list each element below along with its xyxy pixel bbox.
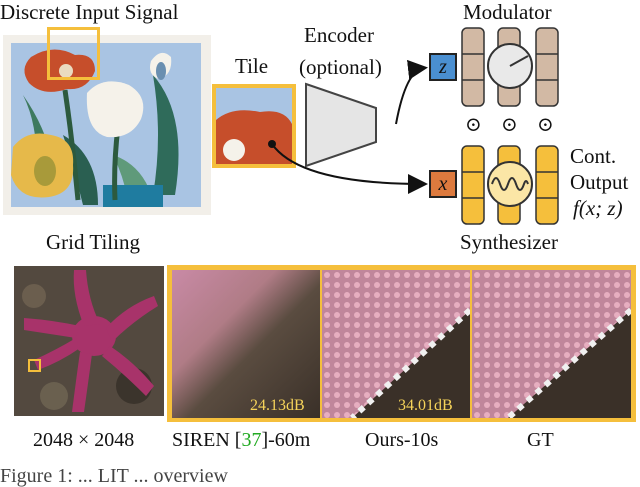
- siren-psnr: 24.13dB: [250, 397, 305, 414]
- gt-label: GT: [527, 429, 554, 451]
- crop-marker: [28, 359, 41, 372]
- modulator-label: Modulator: [463, 0, 552, 24]
- siren-prefix: SIREN [: [172, 429, 242, 451]
- product-symbol-2: ⊙: [501, 114, 518, 136]
- synthesizer-label: Synthesizer: [460, 230, 558, 254]
- siren-suffix: ]-60m: [261, 429, 311, 451]
- encoder-optional-label: (optional): [299, 55, 382, 79]
- latent-z-box: z: [429, 53, 457, 81]
- latent-z-symbol: z: [439, 55, 447, 78]
- ours-psnr: 34.01dB: [398, 397, 453, 414]
- product-symbol-3: ⊙: [537, 114, 554, 136]
- input-x-symbol: x: [438, 172, 448, 195]
- tile-highlight-box: [47, 27, 100, 80]
- synthesizer-network: [461, 145, 559, 225]
- gt-crop: [472, 270, 631, 418]
- painting-image: [3, 35, 211, 215]
- input-x-box: x: [429, 170, 457, 198]
- output-label-line1: Cont.: [570, 144, 617, 168]
- siren-crop: [172, 270, 320, 418]
- product-symbol-1: ⊙: [465, 114, 482, 136]
- ours-crop: [322, 270, 470, 418]
- image-size-label: 2048 × 2048: [33, 429, 135, 451]
- flow-arrows: [271, 59, 428, 194]
- discrete-input-signal-label: Discrete Input Signal: [0, 0, 179, 24]
- encoder-trapezoid: [305, 82, 377, 168]
- starfish-image: [14, 266, 164, 416]
- ours-method-label: Ours-10s: [365, 429, 439, 451]
- modulator-network: [461, 27, 559, 107]
- siren-citation[interactable]: 37: [241, 429, 262, 451]
- siren-method-label: SIREN [37]-60m: [172, 430, 310, 450]
- grid-tiling-label: Grid Tiling: [46, 230, 140, 254]
- tile-image: [212, 84, 296, 168]
- caption-fragment: Figure 1: ... LIT ... overview: [0, 465, 228, 487]
- output-label-line2: Output: [570, 170, 629, 194]
- encoder-label: Encoder: [304, 23, 374, 47]
- output-formula: f(x; z): [573, 196, 623, 220]
- tile-label: Tile: [235, 54, 269, 78]
